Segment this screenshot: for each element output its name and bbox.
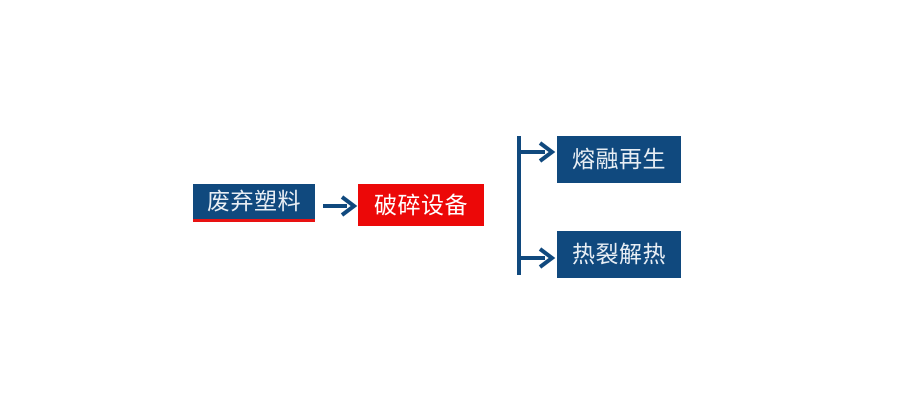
node-waste-plastic-label: 废弃塑料 <box>207 188 301 214</box>
node-pyrolysis[interactable]: 热裂解热 <box>557 231 681 278</box>
node-pyrolysis-label: 热裂解热 <box>572 241 666 267</box>
node-crushing-equipment[interactable]: 破碎设备 <box>358 184 484 226</box>
node-melt-regeneration-label: 熔融再生 <box>572 146 666 172</box>
node-waste-plastic[interactable]: 废弃塑料 <box>193 184 315 222</box>
branch-split-arrow-icon <box>517 136 556 275</box>
node-melt-regeneration[interactable]: 熔融再生 <box>557 136 681 183</box>
arrow-right-icon <box>323 195 358 217</box>
node-crushing-equipment-label: 破碎设备 <box>374 191 468 218</box>
